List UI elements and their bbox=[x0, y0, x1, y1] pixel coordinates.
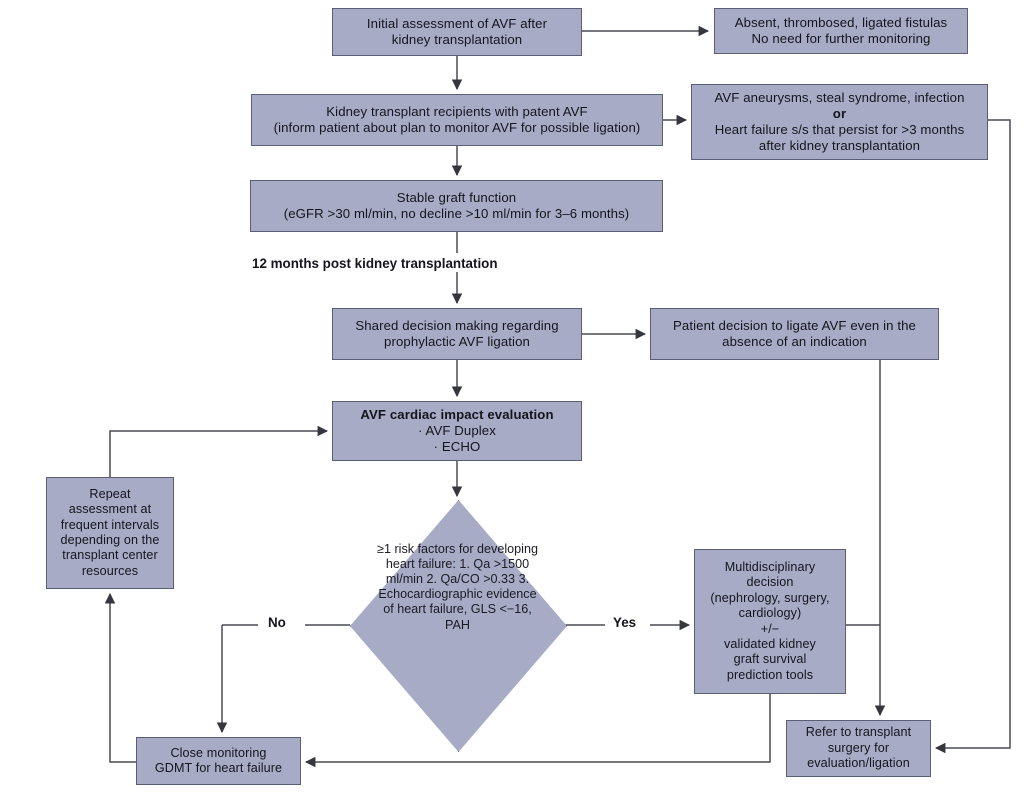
node-line: evidence of heart bbox=[383, 587, 537, 617]
node-line: 3. Echocardiographic bbox=[378, 572, 530, 602]
node-line: decision bbox=[746, 575, 794, 590]
node-line: absence of an indication bbox=[722, 334, 867, 349]
node-line: prophylactic AVF ligation bbox=[384, 334, 530, 349]
edge-complications-to-refer bbox=[934, 119, 1011, 754]
node-line: graft survival bbox=[733, 652, 807, 667]
node-avf-complications[interactable]: AVF aneurysms, steal syndrome, infection… bbox=[691, 84, 988, 160]
node-line: kidney transplantation bbox=[391, 32, 523, 47]
node-absent-fistulas[interactable]: Absent, thrombosed, ligated fistulas No … bbox=[714, 8, 968, 54]
node-close-monitoring[interactable]: Close monitoring GDMT for heart failure bbox=[136, 737, 301, 785]
node-line: Refer to transplant bbox=[805, 725, 912, 740]
node-line: cardiology) bbox=[738, 606, 802, 621]
node-risk-factors-decision[interactable]: ≥1 risk factors for developing heart fai… bbox=[350, 500, 567, 752]
node-multidisciplinary-decision[interactable]: Multidisciplinary decision (nephrology, … bbox=[694, 549, 846, 694]
node-line: evaluation/ligation bbox=[807, 756, 910, 771]
node-line: Shared decision making regarding bbox=[355, 317, 559, 333]
node-line: (nephrology, surgery, bbox=[710, 590, 830, 605]
node-line: validated kidney bbox=[724, 636, 816, 651]
node-line: Stable graft function bbox=[396, 189, 517, 205]
node-line: assessment at bbox=[68, 502, 152, 517]
node-line: Close monitoring bbox=[170, 745, 267, 760]
node-line: GDMT for heart failure bbox=[154, 761, 283, 775]
node-line: frequent intervals bbox=[60, 517, 160, 532]
node-line: ≥1 risk bbox=[377, 542, 415, 556]
node-line: +/− bbox=[760, 621, 780, 636]
node-line: prediction tools bbox=[726, 667, 814, 682]
node-line: Patient decision to ligate AVF even in t… bbox=[673, 317, 916, 333]
node-line: resources bbox=[81, 563, 139, 578]
node-line: (eGFR >30 ml/min, no decline >10 ml/min … bbox=[283, 206, 630, 221]
edge-close-monitoring-to-repeat bbox=[104, 592, 136, 763]
node-line: heart failure: bbox=[385, 557, 456, 572]
node-initial-assessment[interactable]: Initial assessment of AVF after kidney t… bbox=[332, 8, 582, 56]
edge-repeat-to-cardiac bbox=[109, 425, 329, 477]
node-line: Multidisciplinary bbox=[724, 560, 816, 575]
node-line: Kidney transplant recipients with patent… bbox=[326, 103, 588, 119]
node-line: 2. Qa/CO >0.33 bbox=[426, 572, 516, 587]
node-line: Absent, thrombosed, ligated fistulas bbox=[734, 14, 948, 30]
node-line: transplant center bbox=[62, 548, 158, 563]
node-line: failure, GLS <−16, bbox=[429, 602, 532, 617]
edge-label-12-months: 12 months post kidney transplantation bbox=[249, 256, 501, 271]
node-line: AVF cardiac impact evaluation bbox=[360, 406, 554, 422]
node-line: · AVF Duplex bbox=[418, 422, 496, 438]
node-shared-decision-making[interactable]: Shared decision making regarding prophyl… bbox=[332, 308, 582, 360]
node-line: Initial assessment of AVF after bbox=[366, 15, 548, 31]
node-line: Heart failure s/s that persist for >3 mo… bbox=[714, 122, 965, 137]
node-line: 1. Qa >1500 ml/min bbox=[385, 557, 530, 587]
node-line: PAH bbox=[445, 617, 470, 632]
node-line: Repeat bbox=[89, 486, 131, 501]
diamond-text: ≥1 risk factors for developing heart fai… bbox=[374, 542, 541, 633]
node-patient-decision[interactable]: Patient decision to ligate AVF even in t… bbox=[650, 308, 939, 360]
node-line: developing bbox=[477, 542, 538, 556]
node-line: or bbox=[832, 105, 847, 121]
node-line: No need for further monitoring bbox=[751, 31, 931, 46]
node-line: AVF aneurysms, steal syndrome, infection bbox=[714, 89, 965, 105]
node-repeat-assessment[interactable]: Repeat assessment at frequent intervals … bbox=[46, 477, 174, 589]
edge-label-no: No bbox=[265, 615, 289, 630]
node-recipients-patent-avf[interactable]: Kidney transplant recipients with patent… bbox=[251, 94, 663, 146]
node-refer-transplant-surgery[interactable]: Refer to transplant surgery for evaluati… bbox=[786, 720, 931, 777]
node-line: after kidney transplantation bbox=[758, 138, 921, 154]
edge-label-yes: Yes bbox=[610, 615, 640, 630]
node-line: factors for bbox=[417, 542, 474, 556]
node-line: (inform patient about plan to monitor AV… bbox=[273, 120, 641, 135]
node-stable-graft-function[interactable]: Stable graft function (eGFR >30 ml/min, … bbox=[250, 180, 663, 232]
node-line: surgery for bbox=[827, 740, 890, 755]
node-cardiac-impact-evaluation[interactable]: AVF cardiac impact evaluation · AVF Dupl… bbox=[332, 401, 582, 461]
node-line: depending on the bbox=[60, 533, 160, 547]
node-line: · ECHO bbox=[433, 439, 481, 455]
